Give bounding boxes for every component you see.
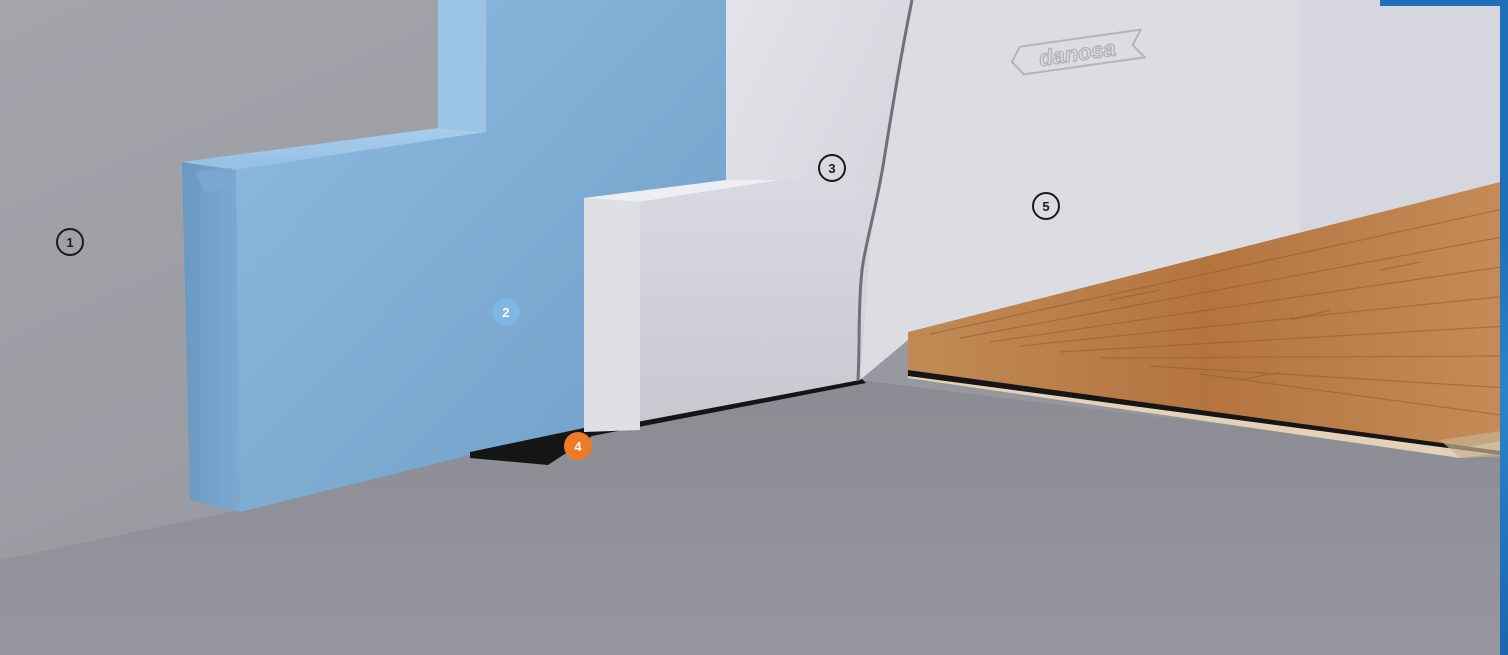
insulation-panel-side: [182, 162, 240, 512]
marker-4: 4: [564, 432, 592, 460]
marker-3: 3: [818, 154, 846, 182]
corner-accent-top: [1380, 0, 1508, 6]
corner-accent-bar: [1500, 0, 1508, 655]
marker-2: 2: [492, 298, 520, 326]
marker-5: 5: [1032, 192, 1060, 220]
plasterboard-edge: [584, 198, 640, 432]
insulation-panel-upper: [438, 0, 486, 132]
marker-1: 1: [56, 228, 84, 256]
